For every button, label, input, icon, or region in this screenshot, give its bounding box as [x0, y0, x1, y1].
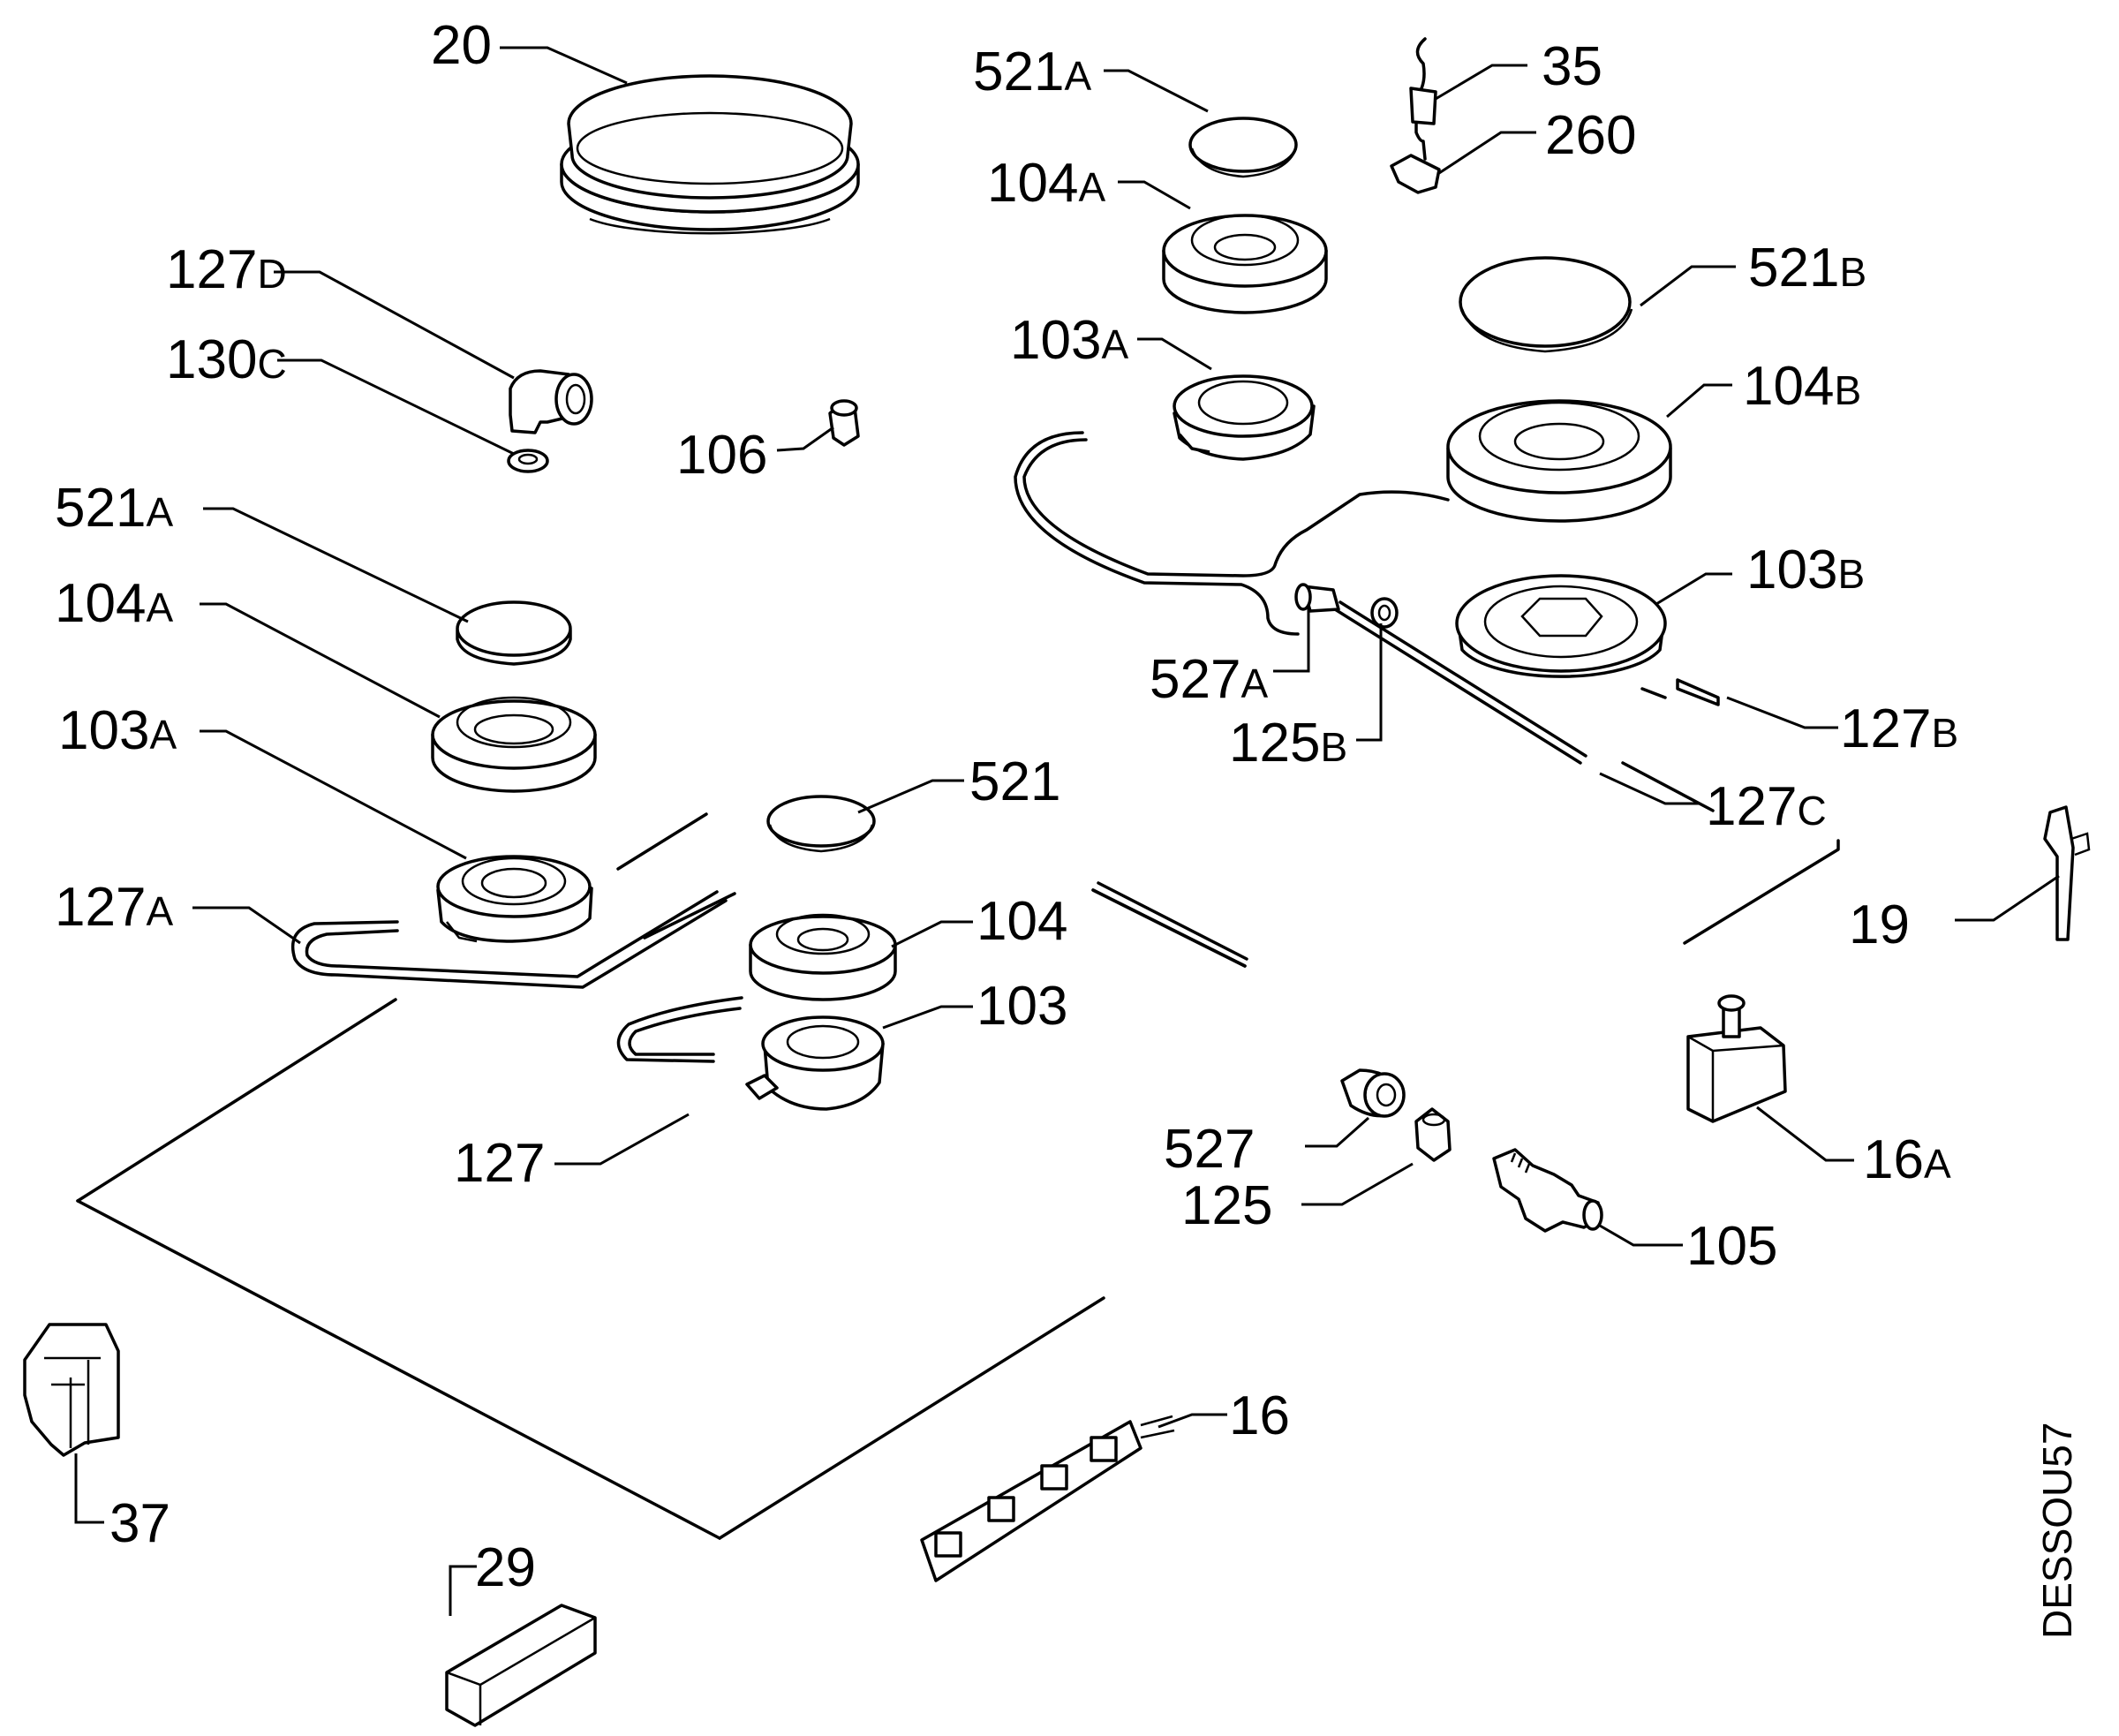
- callout-16: 16: [1229, 1385, 1290, 1446]
- callout-127B: 127B: [1840, 698, 1958, 759]
- callout-125B: 125B: [1229, 713, 1347, 774]
- callout-103A-right: 103A: [1010, 310, 1128, 371]
- bracket-29: [445, 1604, 597, 1727]
- callout-103B: 103B: [1746, 540, 1865, 600]
- left-burner-stack: [431, 600, 597, 943]
- callout-37: 37: [109, 1493, 170, 1554]
- switch-bracket-37: [23, 1323, 120, 1457]
- callout-106: 106: [676, 425, 767, 486]
- injector-125: [1414, 1107, 1452, 1162]
- callout-125: 125: [1181, 1175, 1272, 1236]
- gas-tubes: [290, 431, 1587, 1063]
- injector-106: [828, 399, 860, 447]
- nut-527: [1340, 1068, 1406, 1118]
- callout-104: 104: [977, 891, 1067, 952]
- callout-104B: 104B: [1743, 356, 1861, 417]
- callout-104A-left: 104A: [55, 573, 173, 634]
- spark-generator-16A: [1686, 994, 1787, 1123]
- fittings-527A-125B: [1294, 583, 1720, 706]
- gas-valve-105: [1492, 1148, 1603, 1233]
- callout-521: 521: [969, 751, 1060, 812]
- callout-127D: 127D: [166, 239, 287, 300]
- hob-top-outline: [76, 687, 1840, 1540]
- callout-labels: 20 127D 130C 106 521A 104A 103A 127A 521…: [55, 15, 1958, 1598]
- ignition-electrode-19: [2043, 805, 2091, 941]
- callout-527: 527: [1164, 1119, 1255, 1180]
- washer-130C: [507, 449, 549, 473]
- callout-127: 127: [454, 1133, 545, 1194]
- callout-104A-right: 104A: [987, 153, 1105, 214]
- callout-127A: 127A: [55, 877, 173, 938]
- thermocouple-35: [1409, 37, 1437, 161]
- elbow-fitting-127D: [509, 369, 593, 434]
- callout-521A-right: 521A: [973, 42, 1091, 102]
- burner-cap-large-20: [560, 74, 860, 235]
- callout-521A-left: 521A: [55, 478, 173, 539]
- callout-16A: 16A: [1863, 1129, 1951, 1190]
- callout-103A-left: 103A: [58, 700, 177, 761]
- diagram-code: DESSOU57: [2034, 1423, 2080, 1639]
- callout-19: 19: [1849, 894, 1910, 955]
- center-burner-stack: [745, 795, 897, 1111]
- callout-29: 29: [475, 1537, 536, 1598]
- callout-103: 103: [977, 976, 1067, 1037]
- callout-35: 35: [1542, 36, 1602, 97]
- callout-105: 105: [1686, 1216, 1777, 1277]
- callout-130C: 130C: [166, 329, 287, 390]
- callout-20: 20: [431, 15, 492, 76]
- callout-521B: 521B: [1748, 238, 1866, 298]
- callout-127C: 127C: [1706, 776, 1827, 837]
- top-right-burner-stack: [1162, 117, 1328, 461]
- leader-lines: [74, 46, 2060, 1616]
- callout-260: 260: [1545, 105, 1636, 166]
- callout-527A: 527A: [1150, 649, 1268, 710]
- right-large-burner-stack: [1446, 256, 1672, 678]
- switch-strip-16: [920, 1415, 1175, 1582]
- clip-260: [1390, 154, 1441, 194]
